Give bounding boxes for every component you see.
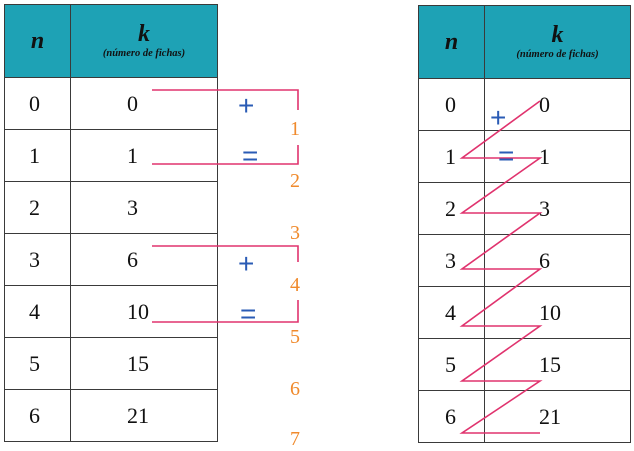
cell-n: 6 [418,390,485,443]
cell-n: 1 [4,129,71,182]
cell-n: 2 [4,181,71,234]
cell-n: 4 [4,285,71,338]
cell-n: 3 [418,234,485,287]
cell-n: 5 [418,338,485,391]
header-row: n k (número de fichas) [4,4,218,78]
header-n: n [4,4,71,78]
difference-label: 5 [290,326,300,348]
cell-k: 0 [70,77,218,130]
cell-k: 10 [70,285,218,338]
cell-n: 2 [418,182,485,235]
cell-n: 3 [4,233,71,286]
plus-sign: + [490,102,507,133]
cell-n: 6 [4,389,71,442]
difference-label: 6 [290,378,300,400]
plus-sign: + [238,90,255,121]
cell-n: 0 [418,78,485,131]
header-row: n k (número de fichas) [418,5,631,79]
cell-n: 4 [418,286,485,339]
header-n: n [418,5,485,79]
cell-k: 1 [70,129,218,182]
cell-k: 6 [484,234,631,287]
cell-k: 21 [484,390,631,443]
cell-k: 0 [484,78,631,131]
header-k: k (número de fichas) [70,4,218,78]
cell-k: 3 [70,181,218,234]
header-k-subtitle: (número de fichas) [102,48,186,59]
cell-k: 21 [70,389,218,442]
difference-label: 2 [290,170,300,192]
cell-k: 15 [484,338,631,391]
header-k: k (número de fichas) [484,5,631,79]
difference-label: 1 [290,118,300,140]
cell-n: 5 [4,337,71,390]
equals-sign: = [498,140,515,171]
cell-k: 6 [70,233,218,286]
plus-sign: + [238,248,255,279]
difference-label: 3 [290,222,300,244]
difference-label: 7 [290,428,300,450]
cell-n: 1 [418,130,485,183]
equals-sign: = [242,140,259,171]
header-k-subtitle: (número de fichas) [516,49,599,60]
equals-sign: = [240,298,257,329]
cell-k: 10 [484,286,631,339]
cell-k: 15 [70,337,218,390]
cell-n: 0 [4,77,71,130]
difference-label: 4 [290,274,300,296]
cell-k: 3 [484,182,631,235]
